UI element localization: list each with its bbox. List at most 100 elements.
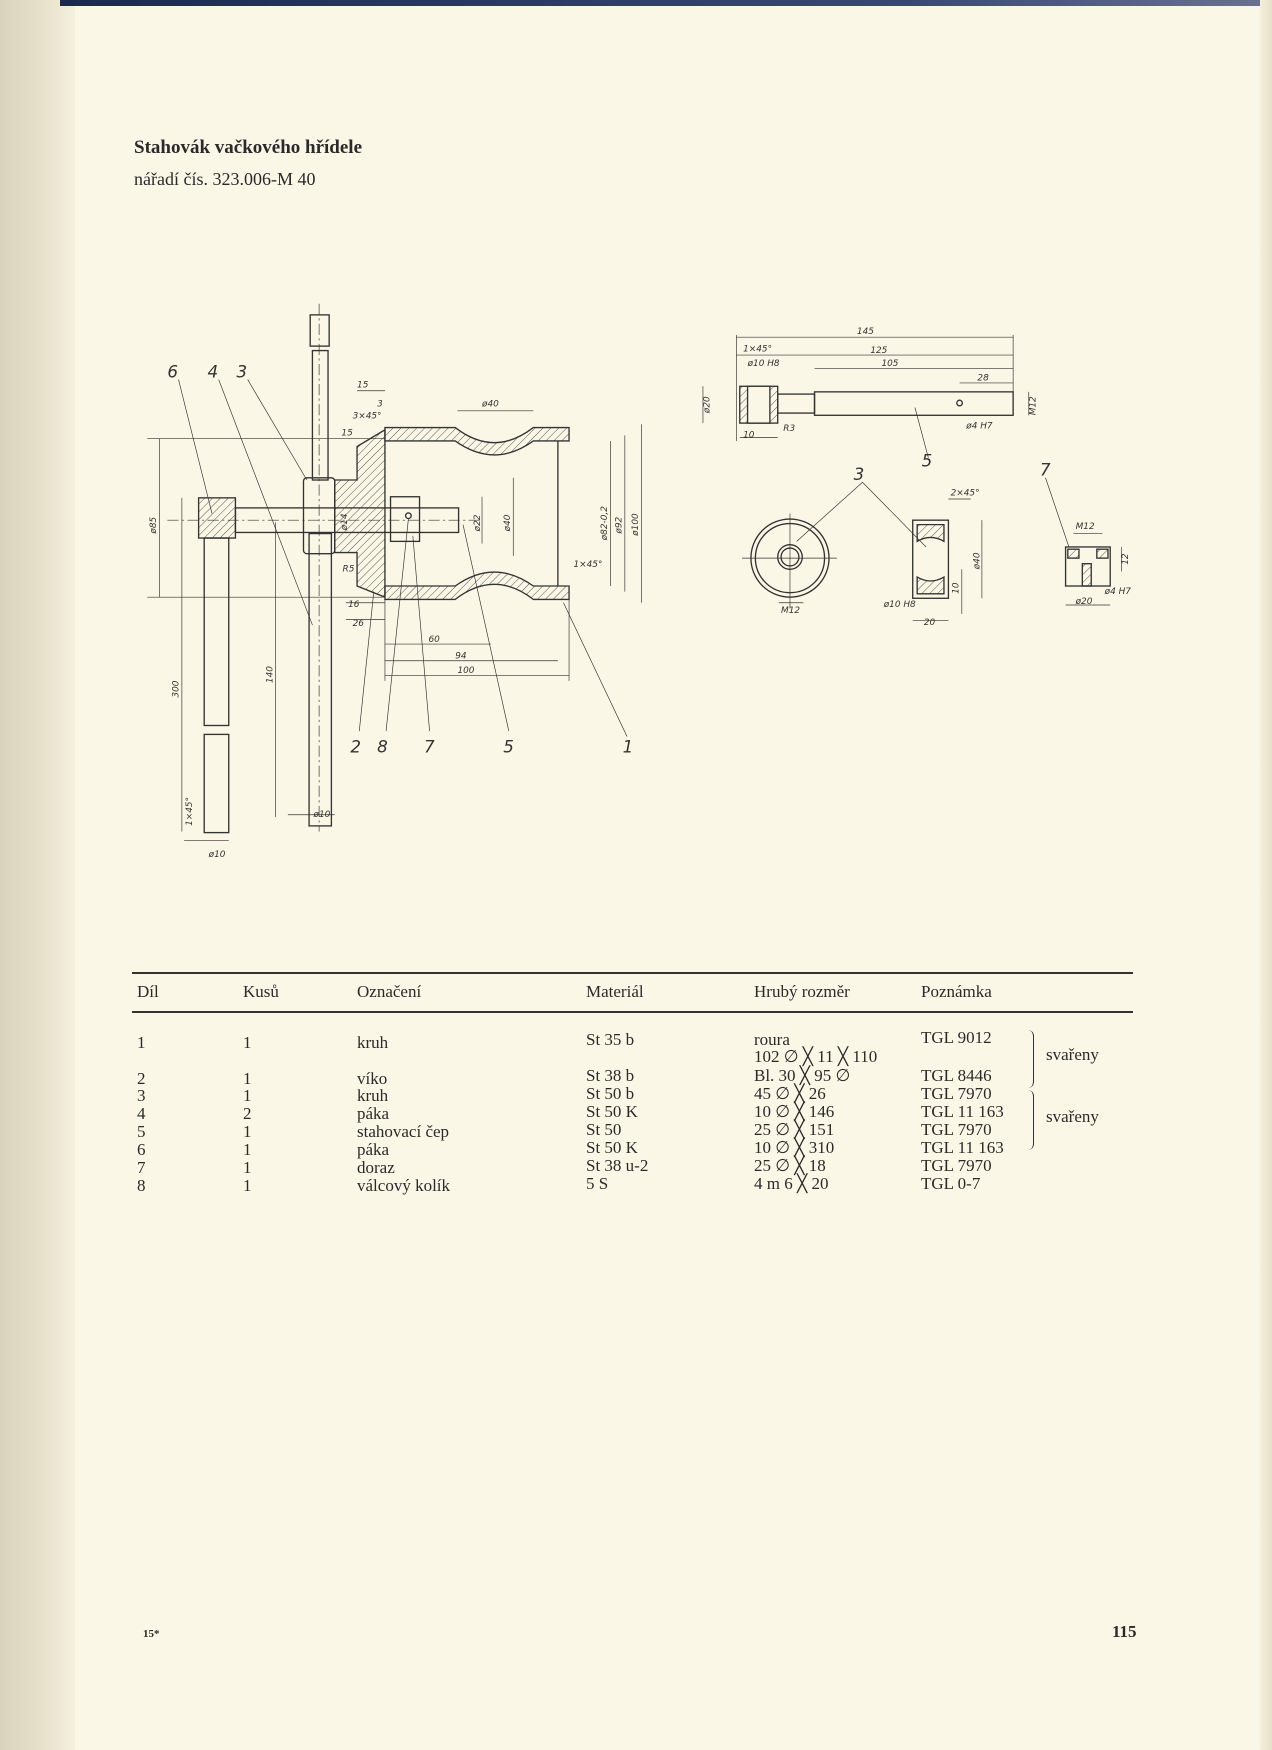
callout-2: 2: [350, 736, 361, 756]
cell-rozmer-line2: 102 ∅ ╳ 11 ╳ 110: [754, 1047, 878, 1066]
col-hruby-rozmer: Hrubý rozměr: [754, 982, 850, 1001]
stop-7-dimension-labels: M12 12 ø4 H7 ø20: [1075, 522, 1132, 607]
cell-rozmer: roura: [754, 1030, 790, 1049]
svg-text:15: 15: [341, 428, 353, 438]
callout-5: 5: [503, 736, 514, 756]
svg-text:145: 145: [857, 327, 874, 337]
cell-rozmer: Bl. 30 ╳ 95 ∅: [754, 1066, 851, 1085]
svg-text:R5: R5: [343, 565, 355, 575]
cell-rozmer: 25 ∅ ╳ 18: [754, 1156, 826, 1175]
cell-kusu: 1: [243, 1069, 252, 1088]
cell-rozmer: 45 ∅ ╳ 26: [754, 1084, 826, 1103]
tool-number: nářadí čís. 323.006-M 40: [134, 169, 316, 189]
cell-kusu: 1: [243, 1176, 252, 1195]
svg-text:ø10: ø10: [208, 850, 226, 860]
cell-poznamka: TGL 11 163: [921, 1102, 1004, 1121]
cell-dil: 4: [137, 1104, 146, 1123]
svg-text:ø20: ø20: [703, 396, 713, 414]
svg-text:M12: M12: [781, 606, 800, 616]
svg-text:M12: M12: [1028, 396, 1038, 415]
svg-text:16: 16: [348, 600, 360, 610]
book-binding-shadow: [0, 0, 75, 1750]
svg-text:15: 15: [357, 380, 369, 390]
group-note-welded: svařeny: [1046, 1107, 1099, 1126]
col-poznamka: Poznámka: [921, 982, 992, 1001]
ring-3-dimension-labels: M12 2×45° ø40 10 ø10 H8 20: [781, 489, 983, 628]
cell-poznamka: TGL 7970: [921, 1084, 992, 1103]
cell-oznaceni: stahovací čep: [357, 1122, 450, 1141]
svg-text:3: 3: [377, 399, 383, 409]
svg-text:ø4 H7: ø4 H7: [965, 422, 993, 432]
lever-6-rod: [203, 537, 230, 727]
page-right-edge: [1260, 0, 1272, 1750]
cell-poznamka: TGL 8446: [921, 1066, 992, 1085]
svg-text:94: 94: [455, 652, 467, 662]
svg-text:ø22: ø22: [473, 514, 483, 532]
svg-text:ø85: ø85: [149, 516, 159, 534]
svg-text:10: 10: [951, 582, 961, 594]
svg-text:125: 125: [870, 346, 887, 356]
svg-text:100: 100: [457, 666, 474, 676]
svg-text:ø14: ø14: [340, 513, 350, 531]
callout-7: 7: [424, 736, 435, 756]
cell-material: St 50: [586, 1120, 622, 1139]
cell-poznamka: TGL 7970: [921, 1120, 992, 1139]
table-header-rule: [132, 1011, 1133, 1013]
page-top-edge: [60, 0, 1272, 6]
svg-text:105: 105: [881, 359, 898, 369]
group-brace: [1025, 1090, 1034, 1150]
cell-rozmer: 25 ∅ ╳ 151: [754, 1120, 835, 1139]
cell-rozmer: 10 ∅ ╳ 310: [754, 1138, 835, 1157]
cell-oznaceni: páka: [357, 1104, 390, 1123]
cell-oznaceni: kruh: [357, 1033, 389, 1052]
svg-text:ø100: ø100: [631, 513, 641, 537]
svg-text:1×45°: 1×45°: [185, 797, 195, 826]
group-note-welded: svařeny: [1046, 1045, 1099, 1064]
svg-text:12: 12: [1121, 553, 1131, 565]
svg-text:28: 28: [977, 374, 989, 384]
cell-dil: 2: [137, 1069, 146, 1088]
callout-8: 8: [377, 736, 388, 756]
col-dil: Díl: [137, 982, 159, 1001]
svg-text:ø92: ø92: [614, 516, 624, 534]
cell-dil: 5: [137, 1122, 146, 1141]
group-brace: [1025, 1030, 1034, 1088]
stop-7-detail-view: [1045, 477, 1122, 606]
cell-oznaceni: víko: [357, 1069, 388, 1088]
col-kusu: Kusů: [243, 982, 279, 1001]
callout-3-detail: 3: [854, 464, 865, 484]
main-assembly-view: [147, 303, 642, 841]
svg-text:1×45°: 1×45°: [574, 560, 603, 570]
cell-material: St 50 K: [586, 1138, 638, 1157]
col-oznaceni: Označení: [357, 982, 422, 1001]
cell-oznaceni: doraz: [357, 1158, 395, 1177]
sheet-signature: 15*: [143, 1628, 160, 1640]
cell-poznamka: TGL 9012: [921, 1028, 992, 1047]
cell-material: St 35 b: [586, 1030, 635, 1049]
lever-4-top: [309, 314, 330, 347]
lever-4-lower: [308, 532, 333, 827]
cell-material: 5 S: [586, 1174, 609, 1193]
cell-oznaceni: válcový kolík: [357, 1176, 451, 1195]
col-material: Materiál: [586, 982, 644, 1001]
lever-4-rod: [311, 349, 329, 481]
svg-text:60: 60: [428, 635, 440, 645]
svg-text:2×45°: 2×45°: [951, 489, 980, 499]
svg-text:ø20: ø20: [1075, 597, 1093, 607]
pin-5-dimension-labels: 145 1×45° 125 ø10 H8 105 28 ø20 M12 10 R…: [703, 327, 1039, 441]
svg-text:10: 10: [743, 431, 755, 441]
cell-dil: 1: [137, 1033, 146, 1052]
lever-6-rod-end: [203, 733, 230, 834]
cell-kusu: 2: [243, 1104, 252, 1123]
callouts: 6 4 3 2 8 7 5 1 5 3 7: [167, 361, 1051, 756]
callout-3: 3: [237, 361, 248, 381]
main-dimension-labels: 15 3 3×45° 15 ø40 ø85 ø14 ø22 ø40 ø82-0,…: [149, 380, 641, 860]
svg-text:R3: R3: [783, 424, 795, 434]
svg-text:M12: M12: [1076, 522, 1095, 532]
cell-kusu: 1: [243, 1158, 252, 1177]
svg-text:ø4 H7: ø4 H7: [1104, 587, 1132, 597]
cell-kusu: 1: [243, 1122, 252, 1141]
cell-kusu: 1: [243, 1086, 252, 1105]
cell-dil: 7: [137, 1158, 146, 1177]
